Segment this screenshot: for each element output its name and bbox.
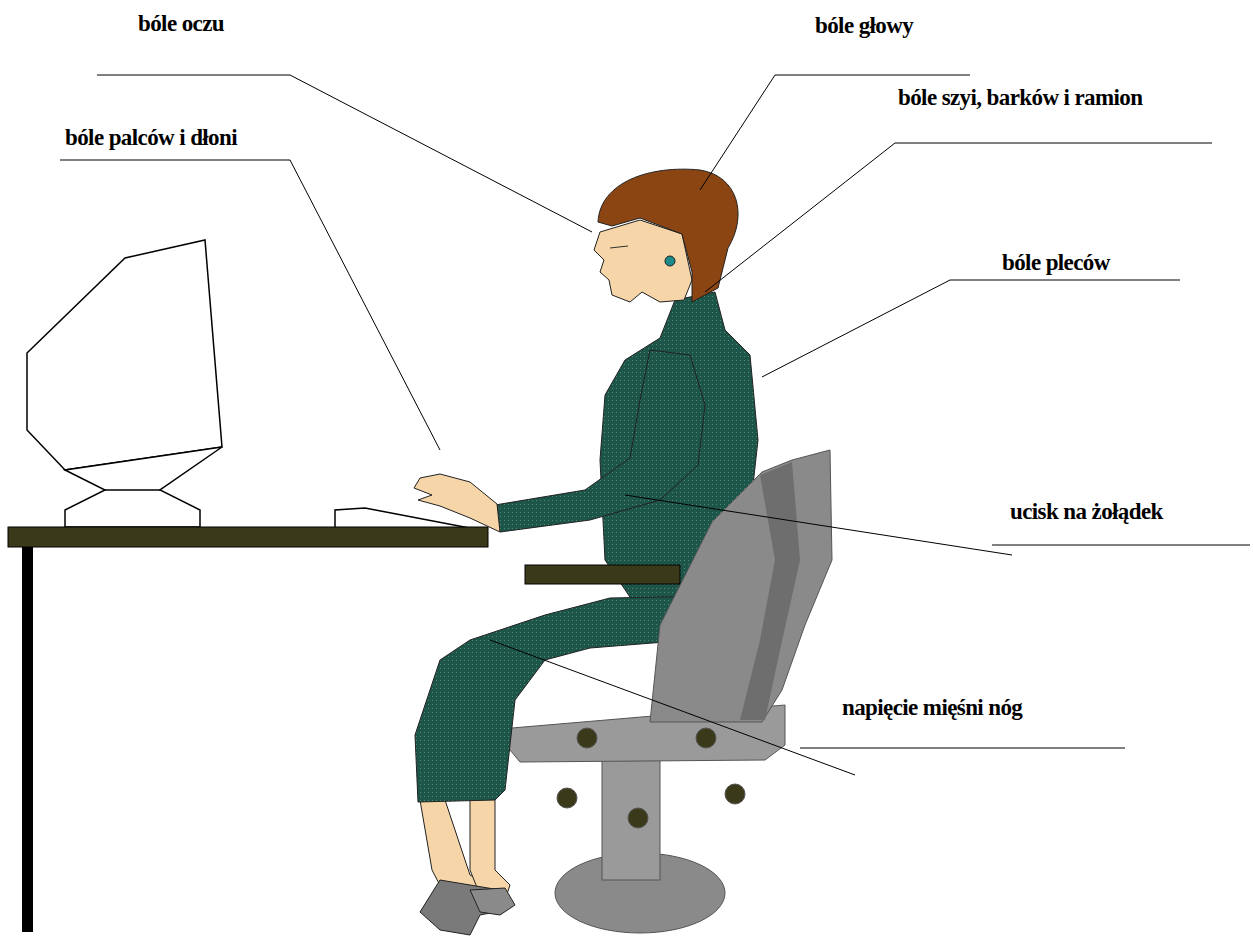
chair-knob bbox=[725, 784, 745, 804]
chair-base bbox=[500, 705, 785, 933]
leader-line bbox=[992, 545, 1250, 546]
callout-label: bóle szyi, barków i ramion bbox=[898, 84, 1238, 112]
hand bbox=[414, 474, 500, 532]
chair-knob bbox=[557, 788, 577, 808]
shoe bbox=[470, 888, 515, 915]
leader-line bbox=[97, 75, 592, 232]
armrest bbox=[525, 565, 680, 584]
chair-knob bbox=[696, 728, 716, 748]
monitor-stand bbox=[65, 447, 222, 527]
callout-label: bóle głowy bbox=[815, 12, 1015, 40]
monitor bbox=[27, 240, 222, 527]
chair-post bbox=[602, 755, 660, 880]
desk-top bbox=[8, 527, 488, 547]
leader-line bbox=[800, 748, 1125, 749]
chair-knob bbox=[577, 728, 597, 748]
desk-leg bbox=[22, 547, 33, 932]
callout-label: bóle palców i dłoni bbox=[65, 124, 325, 152]
chair-knob bbox=[628, 808, 648, 828]
callout-label: bóle pleców bbox=[1002, 249, 1202, 277]
monitor-screen bbox=[27, 240, 222, 470]
eye bbox=[610, 246, 628, 248]
monitor-stand-edge bbox=[105, 489, 160, 491]
chair-back bbox=[650, 450, 832, 722]
leader-line bbox=[60, 160, 440, 450]
leader-line bbox=[705, 143, 1212, 292]
callout-label: ucisk na żołądek bbox=[1010, 498, 1240, 526]
leader-lines bbox=[60, 75, 1250, 775]
leader-line bbox=[625, 495, 1012, 555]
callout-label: napięcie mięśni nóg bbox=[842, 694, 1102, 722]
leader-line bbox=[490, 640, 855, 775]
callout-label: bóle oczu bbox=[138, 10, 338, 38]
earring bbox=[665, 256, 675, 266]
arm bbox=[495, 350, 705, 532]
leader-line bbox=[762, 280, 1180, 377]
chair-back-shade bbox=[740, 462, 800, 720]
